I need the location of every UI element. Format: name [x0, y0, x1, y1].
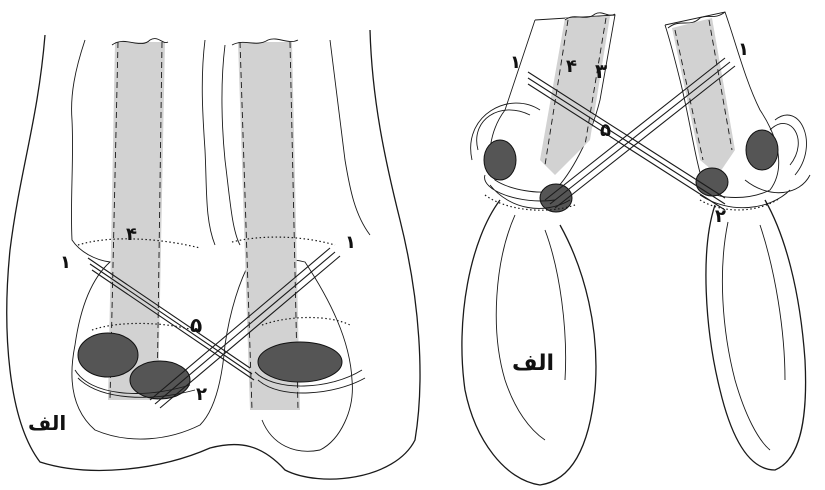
- right-label-3: ۳: [595, 59, 607, 83]
- right-pad-4: [746, 130, 778, 170]
- left-label-2: ۲: [196, 384, 207, 405]
- left-label-view: الف: [28, 411, 66, 435]
- right-tendon-1: [540, 16, 610, 175]
- right-tendon-2: [672, 18, 735, 175]
- left-label-4: ۴: [126, 224, 137, 245]
- right-label-5: ۵: [600, 120, 611, 141]
- left-panel: ۱ ۱ ۴ ۵ ۲ الف: [7, 30, 420, 479]
- right-label-view: الف: [512, 351, 554, 376]
- right-toe-left-outline: [462, 200, 596, 485]
- left-label-1-left: ۱: [60, 252, 71, 273]
- right-label-4-top: ۴: [566, 56, 577, 77]
- right-panel: ۱ ۴ ۳ ۵ ۱ ۲ الف: [462, 12, 810, 485]
- right-toe-right-inner: [722, 222, 785, 450]
- right-label-1-right: ۱: [738, 39, 749, 60]
- left-label-1-right: ۱: [345, 232, 356, 253]
- right-toe-left-inner: [496, 215, 565, 440]
- right-label-1-left: ۱: [510, 52, 521, 73]
- right-label-2: ۲: [715, 206, 726, 227]
- left-pad-3: [258, 342, 342, 382]
- left-label-5: ۵: [190, 313, 202, 337]
- left-pad-1: [78, 333, 138, 377]
- right-pad-1: [484, 140, 516, 180]
- right-toe-right-outline: [706, 200, 806, 470]
